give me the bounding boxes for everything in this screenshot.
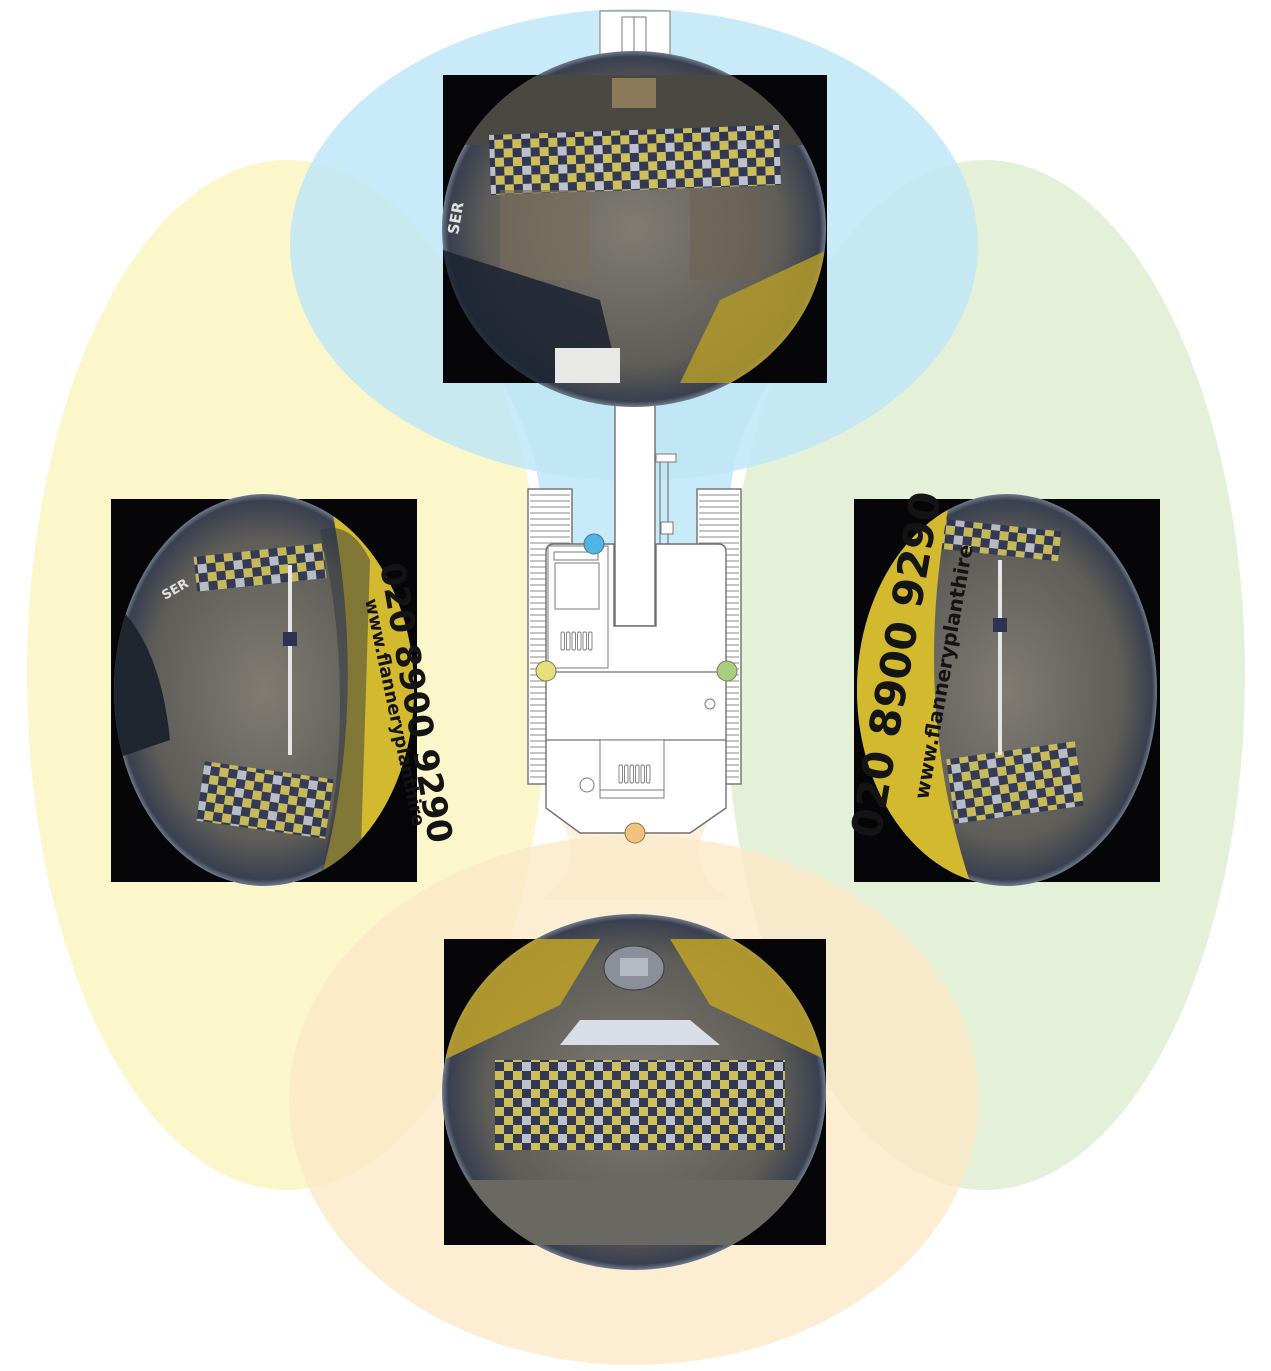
vent-slot: [625, 765, 629, 783]
rear-camera-dot: [625, 823, 645, 843]
right-camera-dot: [717, 661, 737, 681]
vent-slot: [583, 632, 587, 650]
rear-camera-view: [442, 914, 826, 1270]
vent-slot: [647, 765, 651, 783]
right-camera-view: 020 8900 9290 www.flanneryplanthire: [842, 488, 1160, 886]
vent-slot: [641, 765, 645, 783]
front-camera-view: SER: [442, 51, 827, 407]
left-camera-view: 020 8900 9290 www.flanneryplanthire SER: [111, 494, 460, 886]
vent-slot: [636, 765, 640, 783]
vent-slot: [619, 765, 623, 783]
vent-slot: [630, 765, 634, 783]
cab-icon: [548, 546, 608, 668]
front-camera-dot: [584, 534, 604, 554]
vent-slot: [572, 632, 576, 650]
vent-slot: [589, 632, 593, 650]
vent-slot: [578, 632, 582, 650]
vent-slot: [567, 632, 571, 650]
left-camera-dot: [536, 661, 556, 681]
engine-vent-icon: [600, 740, 664, 798]
vent-slot: [561, 632, 565, 650]
